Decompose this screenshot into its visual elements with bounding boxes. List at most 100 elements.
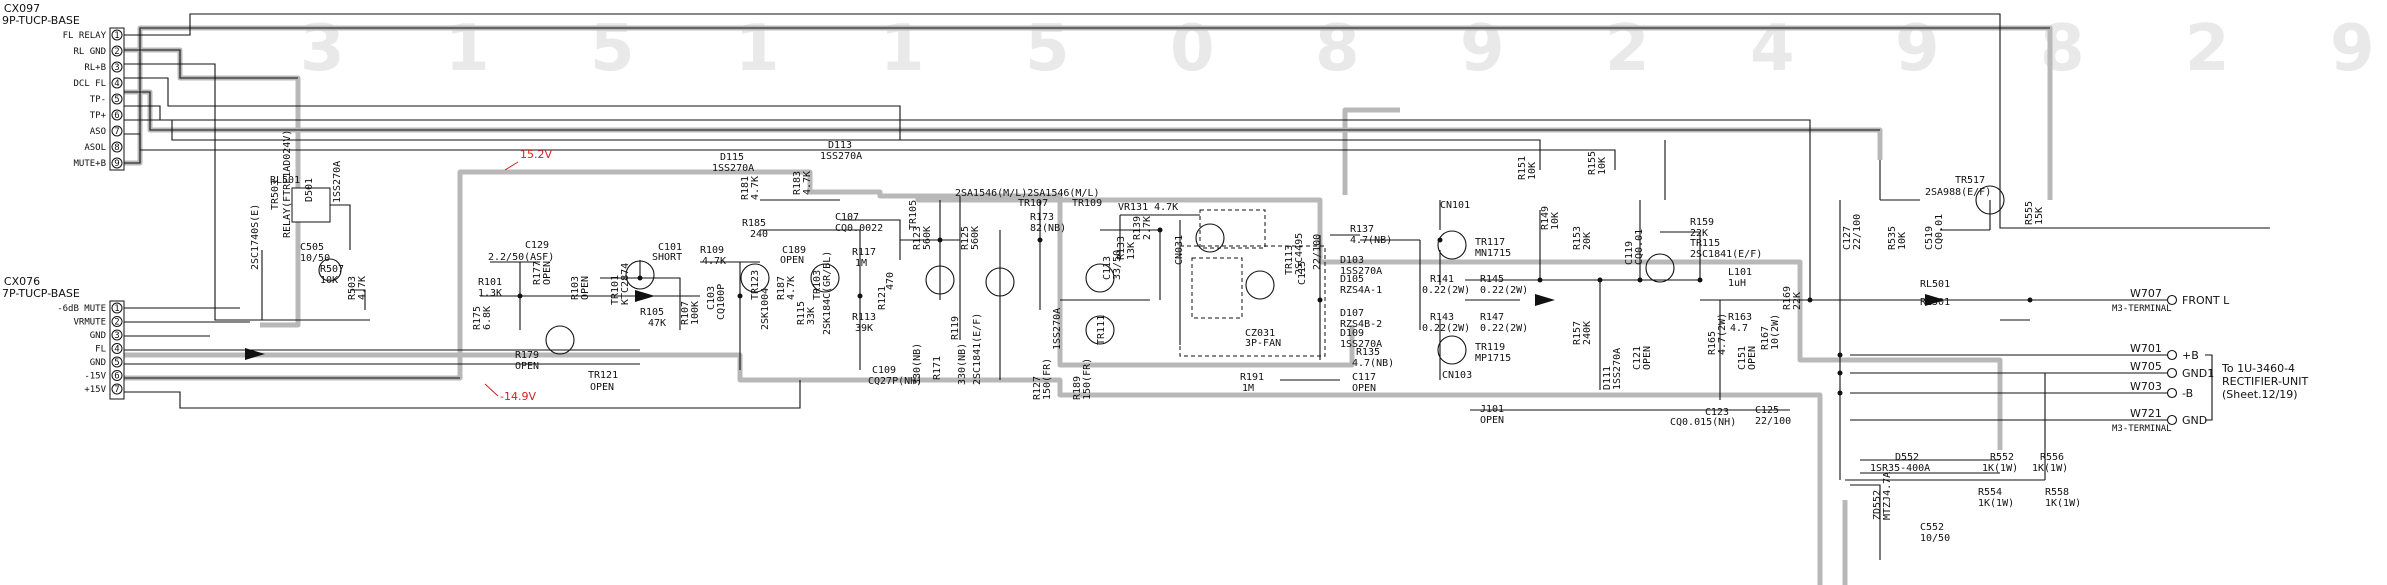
cx076-pin-label: VRMUTE (73, 318, 106, 328)
part-label-r171: R171 (932, 356, 943, 380)
cx097-type: 9P-TUCP-BASE (2, 14, 80, 27)
watermark-digit: 3 (300, 12, 345, 86)
part-label-r135v: 4.7(NB) (1352, 358, 1394, 369)
part-label-r105: R105 (640, 307, 664, 318)
part-label-c1841: 2SC1841(E/F) (972, 313, 983, 385)
part-label-tr123v: 2SK1004 (760, 288, 771, 330)
cx097-pin-number: 4 (114, 79, 119, 89)
part-label-c103v: CQ100P (716, 284, 727, 320)
component-labels: RL501TR5032SC1740S(E)RELAY(FTRF1AD024V)D… (250, 130, 2081, 544)
part-label-tr105: TR105 (908, 200, 919, 230)
cx097-pin-label: ASO (90, 127, 106, 137)
rectifier-note-line-2: RECTIFIER-UNIT (2222, 375, 2308, 388)
part-label-r127v: 150(FR) (1042, 358, 1053, 400)
part-label-tr123: TR123 (750, 270, 761, 300)
part-label-r558v: 1K(1W) (2045, 498, 2081, 509)
part-label-r167: R167 (1760, 326, 1771, 350)
part-label-c552: C552 (1920, 522, 1944, 533)
cx076-pin-number: 2 (114, 318, 119, 328)
part-label-rl501b: RL501 (1920, 297, 1950, 308)
terminal-type-w707: M3-TERMINAL (2112, 304, 2172, 314)
part-label-r141: R141 (1430, 274, 1454, 285)
watermark-digit: 5 (590, 12, 635, 86)
terminal-id-w703: W703 (2130, 380, 2162, 393)
part-label-tr103v: 2SK184C(GR/BL) (822, 251, 833, 335)
part-label-r103: R103 (570, 276, 581, 300)
cx097-pin-number: 2 (114, 47, 119, 57)
part-label-r189: R189 (1072, 376, 1083, 400)
cx076-pin-label: FL (95, 345, 106, 355)
cx097-pin-label: FL RELAY (63, 31, 107, 41)
part-label-d105: D105 (1340, 274, 1364, 285)
watermark-digit: 9 (1895, 12, 1940, 86)
part-label-tr113: TR113 (1284, 245, 1295, 275)
part-label-r165: R165 (1707, 331, 1718, 355)
rectifier-note: To 1U-3460-4 RECTIFIER-UNIT (Sheet.12/19… (2205, 354, 2308, 421)
transistor-symbols (318, 185, 2005, 365)
part-label-r145: R145 (1480, 274, 1504, 285)
part-label-c519v: CQ0.01 (1934, 214, 1945, 250)
part-label-r125: R125 (960, 226, 971, 250)
part-label-r177: R177 (532, 261, 543, 285)
part-label-c505: C505 (300, 242, 324, 253)
part-label-r149v: 10K (1550, 212, 1561, 230)
part-label-r554: R554 (1978, 487, 2002, 498)
part-label-d107v: RZS4B-2 (1340, 319, 1382, 330)
part-label-d105v: RZS4A-1 (1340, 285, 1382, 296)
part-label-c189v: OPEN (780, 255, 804, 266)
part-label-c123v: CQ0.015(NH) (1670, 417, 1736, 428)
part-label-d103: D103 (1340, 255, 1364, 266)
part-label-r163: R163 (1728, 312, 1752, 323)
part-label-tr121v: OPEN (590, 382, 614, 393)
part-label-tr117: TR117 (1475, 237, 1505, 248)
cx097-pin-number: 7 (114, 127, 119, 137)
terminal-id-w705: W705 (2130, 360, 2162, 373)
watermark-digit: 0 (1170, 12, 1215, 86)
part-label-c129: C129 (525, 240, 549, 251)
part-label-c119v: CQ0.01 (1634, 229, 1645, 265)
part-label-rl501: RL501 (270, 175, 300, 186)
voltage-neg: -14.9V (500, 390, 536, 403)
cx076-pin-number: 4 (114, 345, 119, 355)
part-label-r173: R173 (1030, 212, 1054, 223)
part-label-r101v: 1.3K (478, 288, 502, 299)
part-label-r171v: 330(NB) (912, 343, 923, 385)
part-label-r555v: 15K (2034, 207, 2045, 225)
cx097-pin-circle (111, 157, 123, 169)
part-label-r123: R123 (912, 226, 923, 250)
part-label-r157: R157 (1572, 321, 1583, 345)
cx076-pin-number: 1 (114, 304, 119, 314)
junction-dots (517, 227, 2033, 396)
cx076-pin-label: +15V (84, 385, 106, 395)
part-label-j101v: OPEN (1480, 415, 1504, 426)
cx076-type: 7P-TUCP-BASE (2, 287, 80, 300)
part-label-r535v: 10K (1897, 232, 1908, 250)
part-label-d115v: 1SS270A (712, 163, 754, 174)
part-label-c117v: OPEN (1352, 383, 1376, 394)
part-label-tr503: TR503 (270, 180, 281, 210)
part-label-c121v: OPEN (1642, 346, 1653, 370)
part-label-rl501a: RL501 (1920, 279, 1950, 290)
cx097-pin-number: 5 (114, 95, 119, 105)
watermark-digit: 2 (1605, 12, 1650, 86)
part-label-r135: R135 (1356, 347, 1380, 358)
part-label-cn031: CN031 (1174, 235, 1185, 265)
cx076-pin-circle (111, 316, 123, 327)
cx097-pin-label: DCL FL (73, 79, 106, 89)
part-label-r121v: 470 (885, 272, 896, 290)
part-label-c109v: CQ27P(NH) (868, 376, 922, 387)
rectifier-note-line-1: To 1U-3460-4 (2221, 362, 2295, 375)
part-label-cz031: CZ031 (1245, 328, 1275, 339)
part-label-d107: D107 (1340, 308, 1364, 319)
part-label-r137: R137 (1350, 224, 1374, 235)
voltage-pos: 15.2V (520, 148, 552, 161)
part-label-l101: L101 (1728, 267, 1752, 278)
watermark-digit: 8 (1315, 12, 1360, 86)
terminal-signal-w707: FRONT L (2182, 294, 2230, 307)
watermark-digit: 5 (1025, 12, 1070, 86)
part-label-vr131: VR131 4.7K (1118, 202, 1178, 213)
part-label-r187: R187 (776, 276, 787, 300)
part-label-r165v: 4.7(2W) (1717, 313, 1728, 355)
